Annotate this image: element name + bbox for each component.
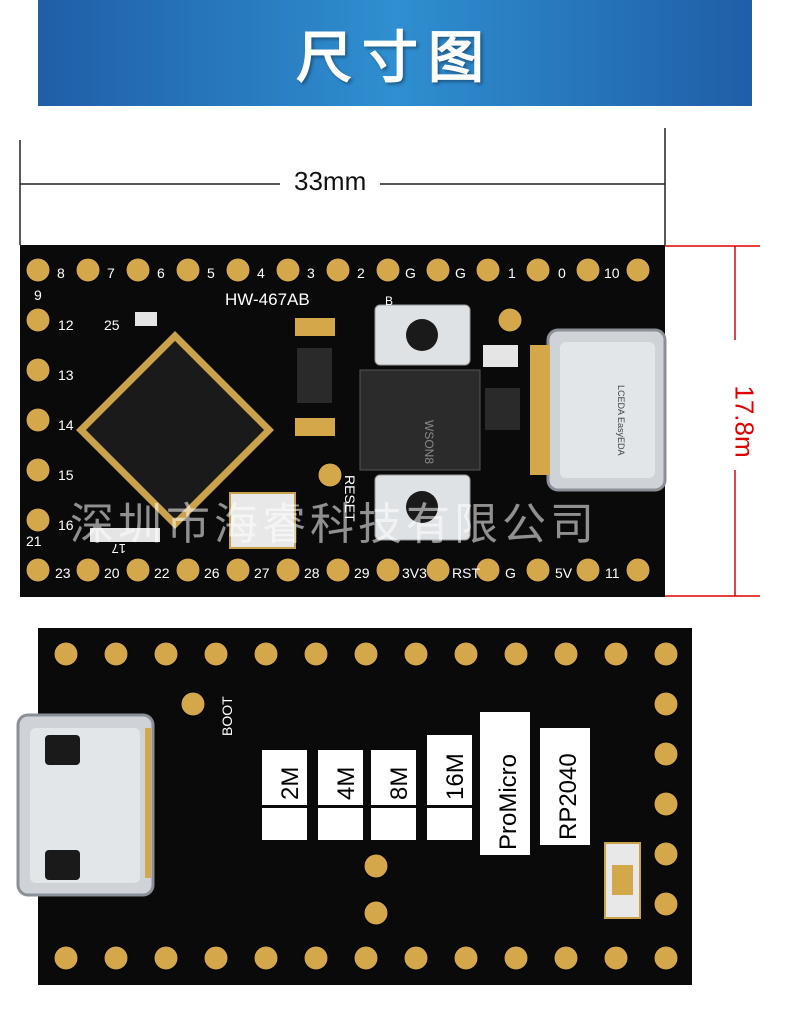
flash-option-4M: 4M [333,767,360,800]
front-top-pads [25,257,651,283]
front-bottom-pads [25,307,651,583]
front-left-pin-3: 13 [58,367,74,383]
back-board-name: ProMicro [495,754,522,850]
front-top-pin-11: 10 [604,265,620,281]
front-top-pin-4: 4 [257,265,265,281]
front-bottom-pin-1: 20 [104,565,120,581]
back-pads [53,641,679,971]
front-other-B: B [385,294,393,308]
front-usb-logo: LCEDA EasyEDA [616,385,626,456]
flash-option-boxes [262,712,590,855]
front-bottom-pin-9: G [505,565,516,581]
front-top-pin-3: 5 [207,265,215,281]
front-top-pin-0: 8 [57,265,65,281]
front-bottom-pin-11: 11 [605,565,620,581]
front-bottom-pin-5: 28 [304,565,320,581]
front-top-pin-9: 1 [508,265,516,281]
flash-option-16M: 16M [442,753,469,800]
flash-option-8M: 8M [386,767,413,800]
front-top-pin-5: 3 [307,265,315,281]
front-bottom-pin-7: 3V3 [402,565,427,581]
front-model: HW-467AB [225,290,310,309]
front-bottom-pin-6: 29 [354,565,370,581]
banner-title: 尺寸图 [296,25,494,91]
front-left-pin-7: 21 [26,533,42,549]
front-left-pin-1: 12 [58,317,74,333]
front-bottom-pin-4: 27 [254,565,270,581]
back-chip-name: RP2040 [555,753,582,840]
front-board [20,245,667,597]
watermark: 深圳市海睿科技有限公司 [70,499,598,550]
front-bottom-pin-8: RST [452,565,480,581]
front-left-pin-6: 16 [58,517,74,533]
front-bottom-pin-2: 22 [154,565,170,581]
front-left-pin-5: 15 [58,467,74,483]
front-bottom-pin-3: 26 [204,565,220,581]
height-label: 17.8m [729,385,760,458]
front-left-pin-4: 14 [58,417,74,433]
front-top-pin-1: 7 [107,265,115,281]
front-top-pin-2: 6 [157,265,165,281]
flash-option-2M: 2M [277,767,304,800]
title-banner: 尺寸图 [38,0,752,106]
front-bottom-pin-10: 5V [555,565,573,581]
rgb-led [229,492,296,549]
flash-chip [359,369,481,471]
front-left-pin-0: 9 [34,287,42,303]
front-top-pin-6: 2 [357,265,365,281]
front-left-pads [25,307,51,533]
width-label: 33mm [280,166,381,197]
rp2040-chip [76,331,274,529]
front-top-pin-7: G [405,265,416,281]
back-boot-label: BOOT [219,696,235,736]
front-bottom-pin-0: 23 [55,565,71,581]
front-top-pin-8: G [455,265,466,281]
front-reset-label: RESET [342,475,358,522]
back-board [16,628,692,985]
front-other-17: 17 [112,541,126,556]
front-left-pin-2: 25 [104,317,120,333]
front-top-pin-10: 0 [558,265,566,281]
front-chip-label: WSON8 [422,420,436,464]
